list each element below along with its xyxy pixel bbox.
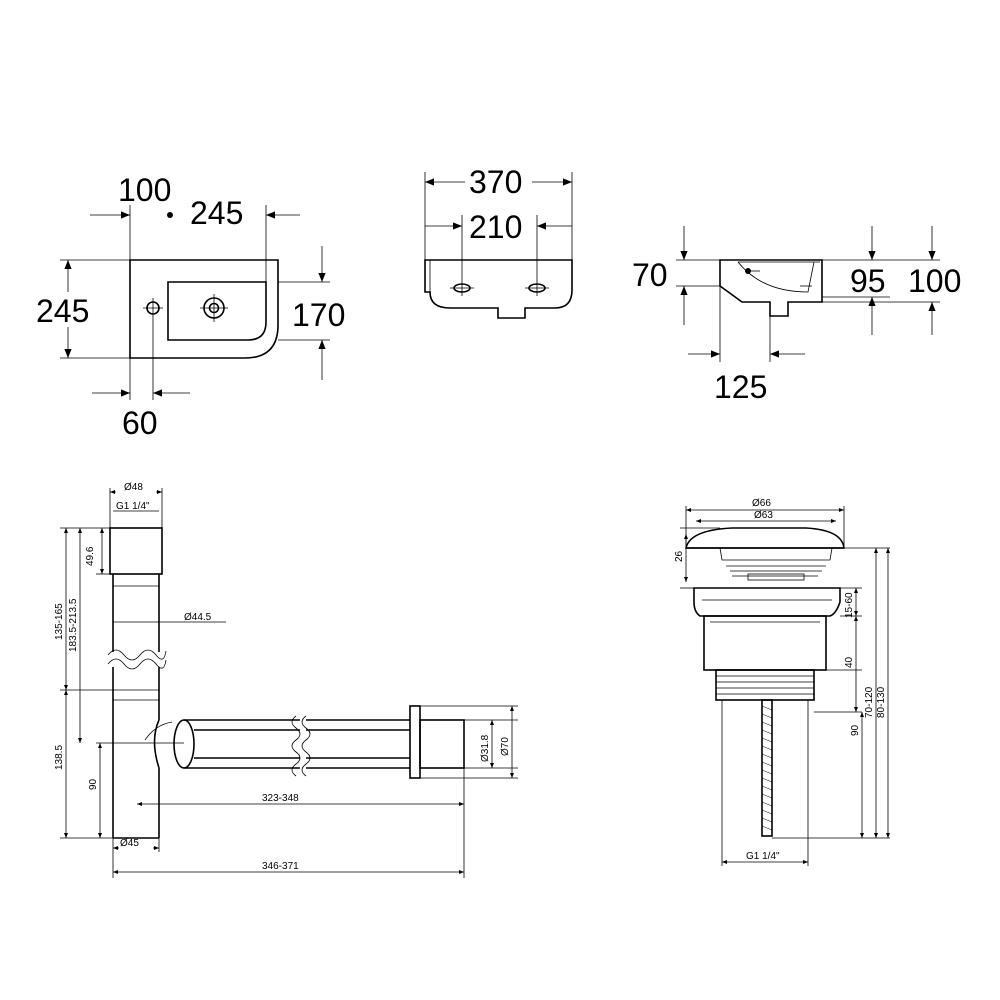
- valve-cap: [685, 527, 845, 549]
- dim-width: 370: [469, 164, 522, 200]
- siphon-dia-bottom: Ø45: [120, 838, 139, 849]
- basin-side-view: 70 95 100 125: [632, 226, 961, 405]
- siphon-dia-tube: Ø44.5: [184, 612, 212, 623]
- valve-thread-label: G1 1/4": [746, 851, 780, 862]
- siphon-drawing: Ø48 G1 1/4" 49.6 135-165 183.5-213.5 138…: [54, 482, 518, 878]
- basin-top-outline: [129, 259, 279, 359]
- valve-dim-body: 40: [844, 656, 855, 668]
- valve-dim-range-a: 70-120: [864, 686, 875, 718]
- dim-hole-spacing: 210: [469, 209, 522, 245]
- basin-side-bowl: [737, 261, 815, 293]
- dim-total: 100: [908, 263, 961, 299]
- tap-axis-dot: [167, 212, 173, 218]
- siphon-dim-total-len: 346-371: [262, 861, 299, 872]
- dim-waste: 125: [714, 369, 767, 405]
- drain-valve-drawing: Ø66 Ø63 26 15-60 40 90 70-120 80-130 G1 …: [674, 498, 890, 866]
- siphon-dia-flange: Ø70: [500, 737, 511, 756]
- siphon-dim-trap: 90: [88, 778, 99, 790]
- valve-dia-cap-inner: Ø63: [754, 510, 773, 521]
- siphon-dia-outlet: Ø31.8: [480, 734, 491, 762]
- basin-top-view: 100 245 245 170 60: [36, 172, 345, 441]
- valve-thread: [715, 669, 815, 701]
- dim-depth: 245: [36, 293, 89, 329]
- siphon-dia-top: Ø48: [124, 482, 143, 493]
- valve-body: [703, 615, 827, 671]
- dim-bowl-width: 245: [190, 195, 243, 231]
- siphon-outlet-pipe: [419, 719, 465, 769]
- valve-dim-thread-len: 90: [850, 724, 861, 736]
- siphon-dim-lower: 138.5: [54, 745, 65, 770]
- dim-bowl: 95: [850, 263, 886, 299]
- valve-threaded-rod: [761, 699, 773, 837]
- siphon-dim-range-b: 183.5-213.5: [68, 598, 79, 652]
- dim-bowl-depth: 170: [292, 297, 345, 333]
- basin-front-view: 370 210: [424, 164, 573, 319]
- siphon-thread: G1 1/4": [116, 501, 150, 512]
- siphon-dim-nut: 49.6: [85, 546, 96, 566]
- dim-rim: 70: [632, 257, 668, 293]
- basin-bowl-outline: [167, 281, 267, 341]
- siphon-dim-range-a: 135-165: [54, 603, 65, 640]
- basin-front-outline: [424, 259, 573, 319]
- valve-flange: [693, 587, 841, 617]
- dim-tap-offset: 100: [118, 172, 171, 208]
- valve-dim-cap-h: 26: [674, 550, 685, 562]
- valve-dim-adjust: 15-60: [844, 592, 855, 618]
- siphon-wall-flange: [409, 705, 421, 779]
- valve-dim-range-b: 80-130: [876, 686, 887, 718]
- basin-side-outline: [719, 259, 823, 317]
- valve-dia-cap-outer: Ø66: [752, 498, 771, 509]
- siphon-branch-joint: [173, 719, 195, 769]
- siphon-top-nut: [109, 527, 163, 575]
- dim-overhang: 60: [122, 405, 158, 441]
- siphon-dim-outlet-len: 323-348: [262, 793, 299, 804]
